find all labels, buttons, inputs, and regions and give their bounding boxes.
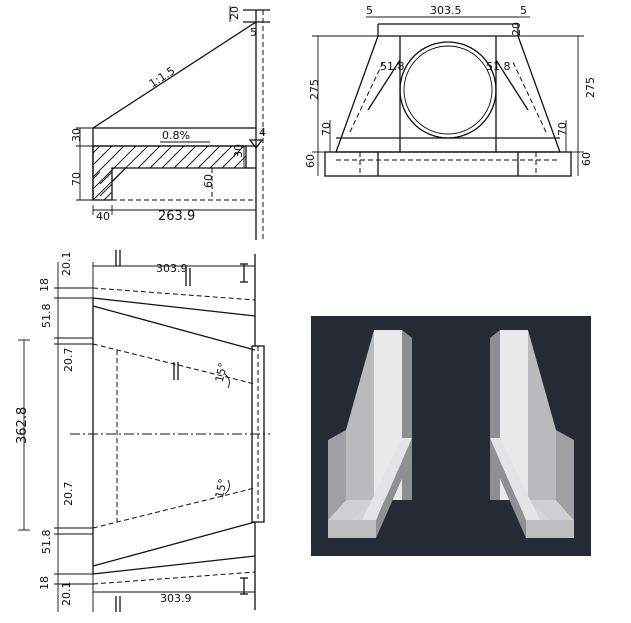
dim-base-right: 60 — [580, 152, 593, 166]
slope-label: 1:1.5 — [147, 64, 178, 90]
hatch-section — [92, 145, 247, 201]
dim-mid-left: 70 — [320, 122, 333, 136]
dim-top-right-small: 20 — [510, 22, 523, 36]
dim-top-small: 5 — [250, 26, 257, 39]
dim-top-b: 18 — [38, 278, 51, 292]
dim-bottom-left: 40 — [96, 210, 110, 223]
front-view: 5 303.5 5 20 275 275 51.8 51.8 70 70 60 … — [304, 4, 597, 177]
dim-top-d: 20.7 — [62, 348, 75, 373]
dim-top-width: 303.9 — [156, 262, 188, 275]
dim-diag-right: 51.8 — [486, 60, 511, 73]
dim-right-small: 4 — [259, 126, 266, 139]
side-view: 1:1.5 0.8% 20 5 30 70 4 30 60 40 263.9 — [70, 6, 270, 240]
dim-bot-d: 20.7 — [62, 482, 75, 507]
dim-top-c: 51.8 — [40, 304, 53, 329]
left-wing-model — [328, 330, 412, 538]
dim-left-lower: 70 — [70, 172, 83, 186]
dim-bottom-main: 263.9 — [158, 209, 195, 224]
dim-top-left: 5 — [366, 4, 373, 17]
dim-base-left: 60 — [304, 154, 317, 168]
model-view — [311, 316, 591, 556]
dim-height-left: 275 — [308, 79, 321, 100]
dim-left-upper: 30 — [70, 128, 83, 142]
dim-bot-width: 303.9 — [160, 592, 192, 605]
grade-label: 0.8% — [162, 129, 190, 142]
dim-right-mid: 30 — [232, 144, 245, 158]
plan-view: 20.1 18 51.8 20.7 303.9 362.8 20.7 51.8 … — [15, 250, 270, 612]
dim-bot-b: 18 — [38, 576, 51, 590]
dim-bot-a: 20.1 — [60, 582, 73, 607]
dim-mid-right: 70 — [556, 122, 569, 136]
dim-diag-left: 51.8 — [380, 60, 405, 73]
slope-line — [92, 21, 257, 129]
angle-top: 15° — [213, 362, 230, 384]
pipe-circle — [399, 41, 497, 139]
dim-top-a: 20.1 — [60, 252, 73, 277]
dim-inner: 60 — [202, 174, 215, 188]
right-wing-model — [490, 330, 574, 538]
dim-bot-c: 51.8 — [40, 530, 53, 555]
dim-top-main: 303.5 — [430, 4, 462, 17]
dim-total: 362.8 — [15, 407, 30, 444]
angle-bot: 15° — [213, 478, 230, 500]
dim-height-right: 275 — [584, 77, 597, 98]
dim-top: 20 — [228, 6, 241, 20]
dim-top-right: 5 — [520, 4, 527, 17]
